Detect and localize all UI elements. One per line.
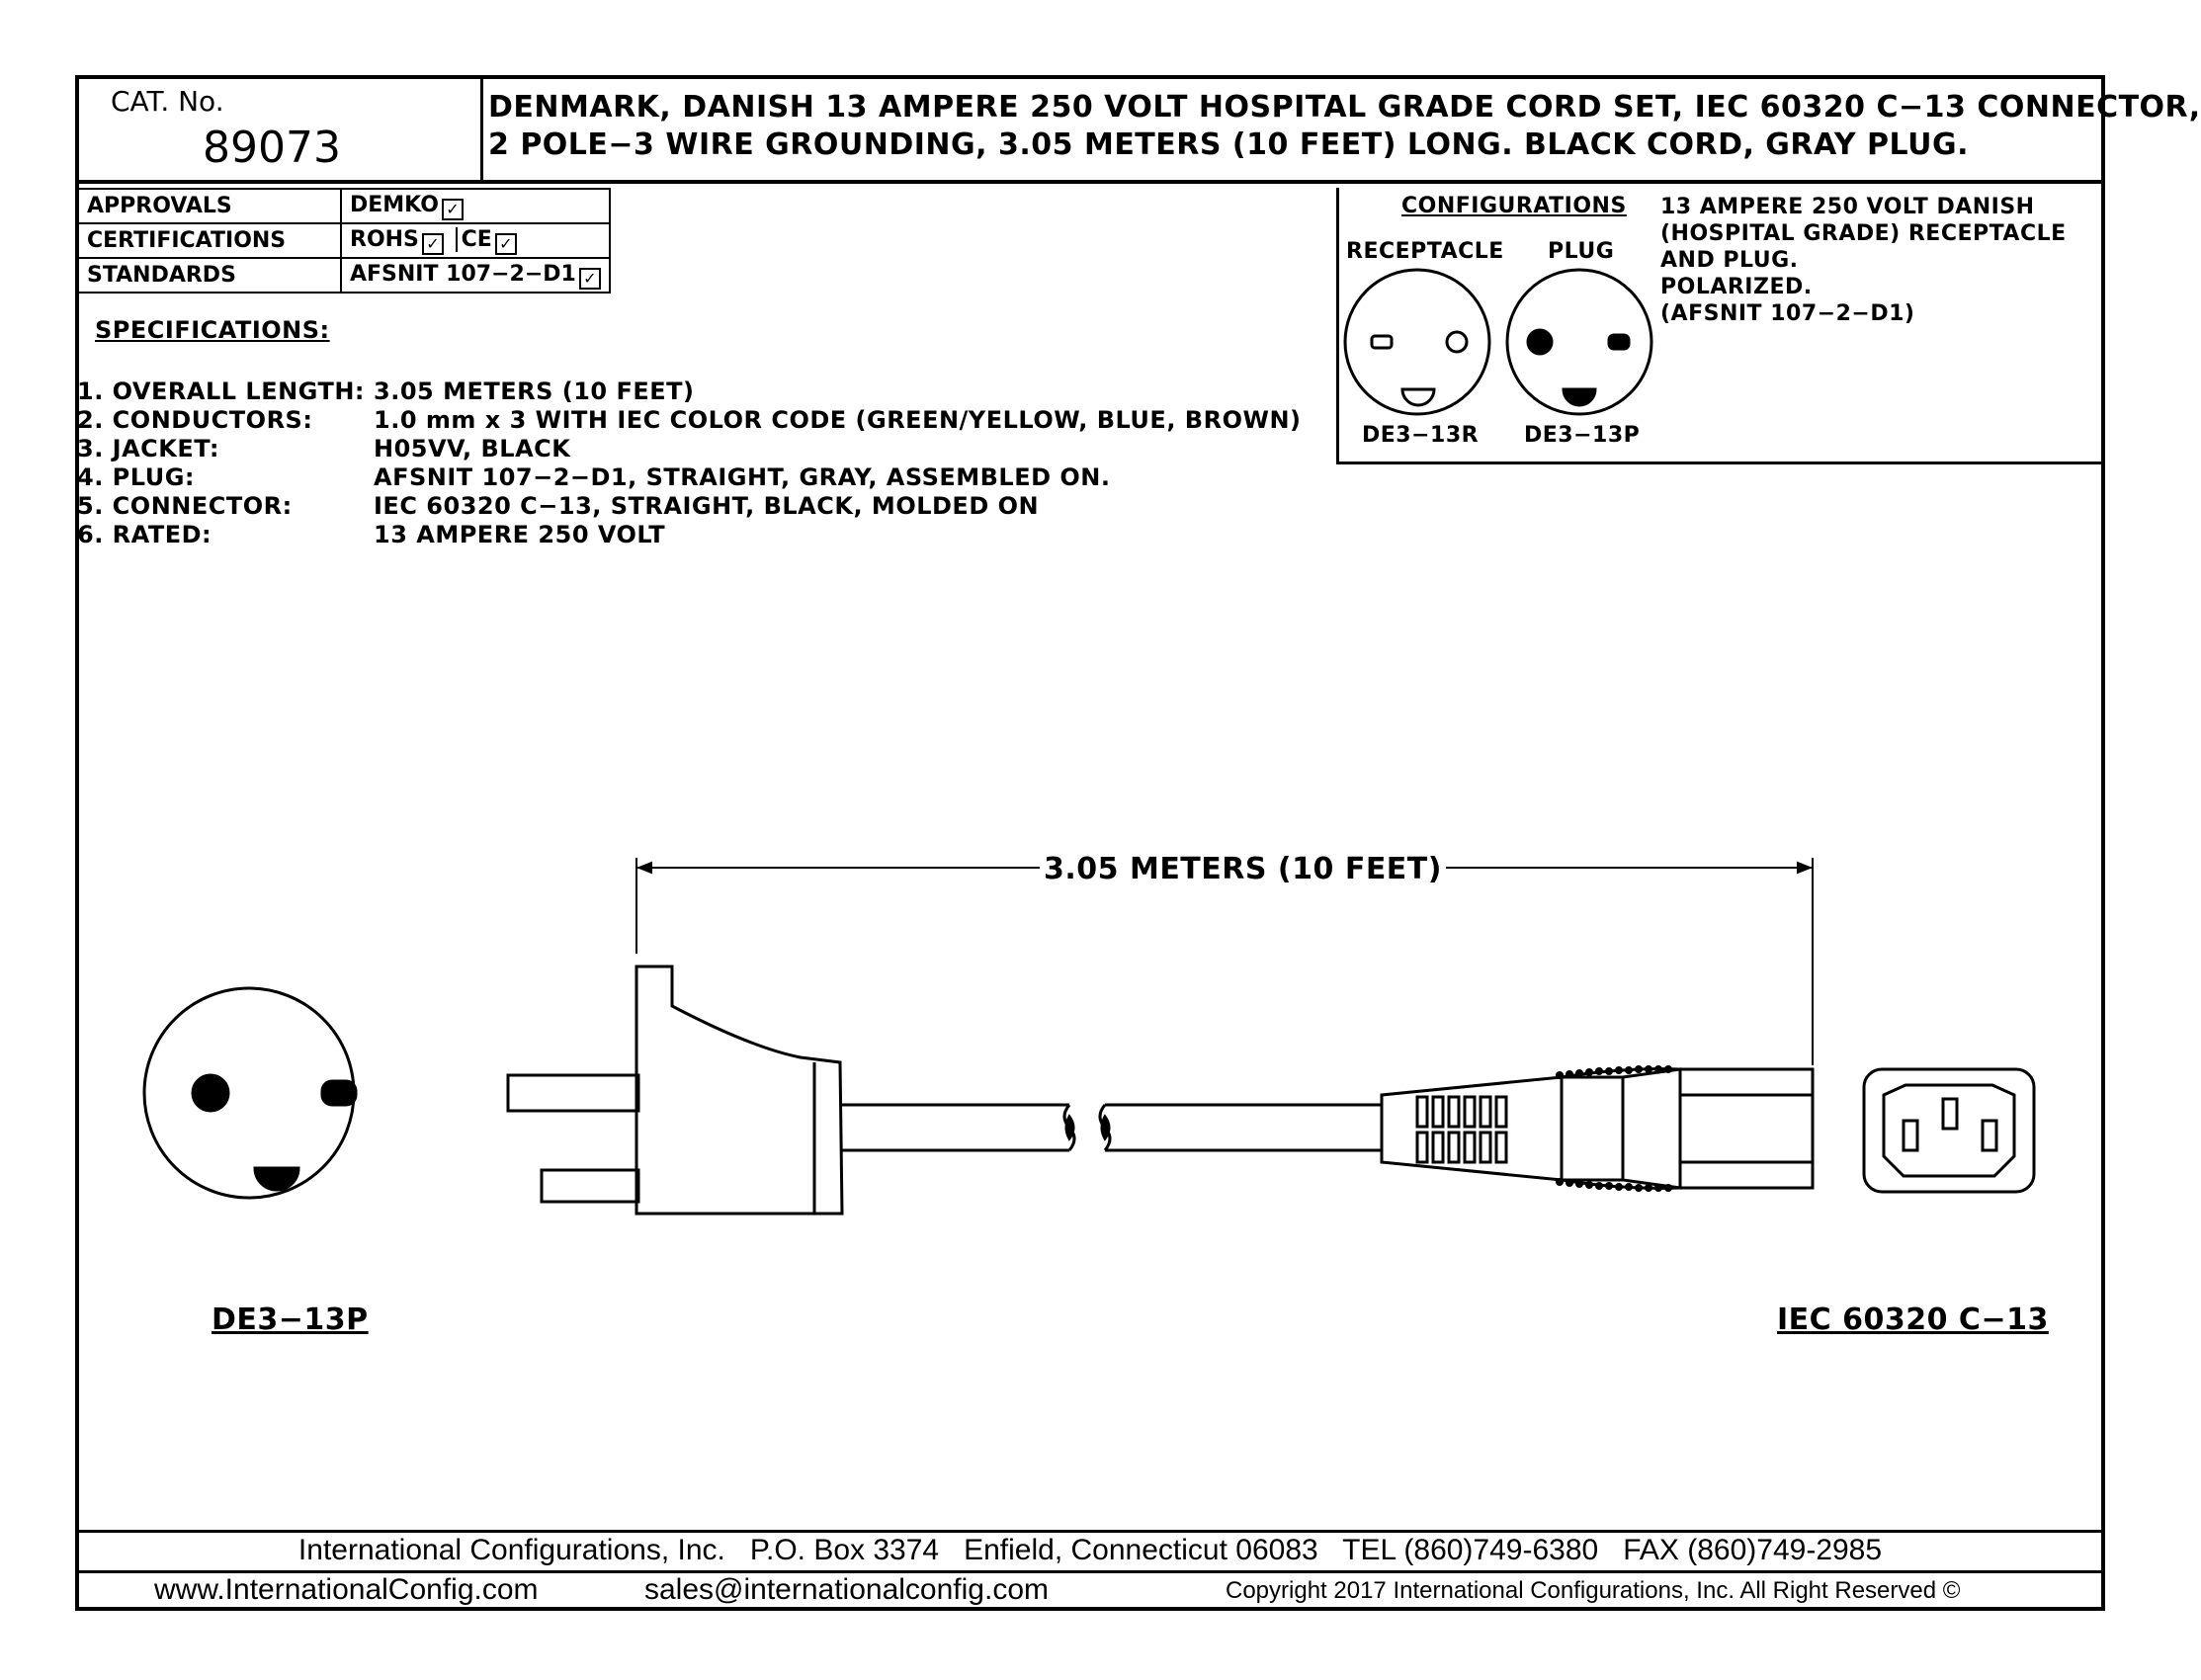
certifications-row: CERTIFICATIONS ROHS✓ CE✓	[77, 222, 611, 259]
spec-value: 13 AMPERE 250 VOLT	[374, 521, 666, 548]
iec-c13-face	[1862, 1067, 2036, 1194]
cord-break-symbol	[1064, 1114, 1111, 1141]
approvals-value: DEMKO	[350, 192, 439, 217]
specifications-heading: SPECIFICATIONS:	[95, 316, 330, 344]
standards-label: STANDARDS	[77, 257, 342, 294]
cert-value-ce: CE	[455, 226, 492, 252]
spec-value: 3.05 METERS (10 FEET)	[374, 378, 695, 405]
config-desc-line: (HOSPITAL GRADE) RECEPTACLE AND PLUG.	[1660, 221, 2067, 273]
configuration-description: 13 AMPERE 250 VOLT DANISH (HOSPITAL GRAD…	[1660, 194, 2095, 327]
spec-key: 3. JACKET:	[77, 435, 219, 462]
drawing-frame	[75, 75, 2105, 1611]
company-email-link[interactable]: sales@internationalconfig.com	[644, 1573, 1049, 1606]
spec-value: AFSNIT 107−2−D1, STRAIGHT, GRAY, ASSEMBL…	[374, 463, 1111, 491]
length-dimension-line	[635, 858, 1814, 1065]
configurations-box	[1336, 188, 2105, 464]
spec-item: 3. JACKET: H05VV, BLACK	[77, 435, 1302, 463]
spec-item: 2. CONDUCTORS: 1.0 mm x 3 WITH IEC COLOR …	[77, 406, 1302, 435]
checkbox-icon: ✓	[421, 232, 444, 255]
spec-value: 1.0 mm x 3 WITH IEC COLOR CODE (GREEN/YE…	[374, 406, 1302, 434]
approvals-value-cell: DEMKO✓	[340, 188, 611, 224]
approvals-row: APPROVALS DEMKO✓	[77, 188, 611, 224]
product-title-line-2: 2 POLE−3 WIRE GROUNDING, 3.05 METERS (10…	[488, 127, 1969, 162]
copyright-notice: Copyright 2017 International Configurati…	[1226, 1577, 1961, 1604]
cat-label: CAT. No.	[111, 85, 224, 118]
spec-item: 6. RATED: 13 AMPERE 250 VOLT	[77, 521, 1302, 549]
product-title: DENMARK, DANISH 13 AMPERE 250 VOLT HOSPI…	[488, 89, 2201, 164]
receptacle-label: RECEPTACLE	[1346, 239, 1504, 264]
plug-face-label: DE3−13P	[212, 1302, 369, 1337]
cat-number: 89073	[203, 123, 341, 173]
config-desc-line: (AFSNIT 107−2−D1)	[1660, 301, 1915, 326]
cert-value-rohs: ROHS	[350, 226, 419, 252]
spec-key: 5. CONNECTOR:	[77, 492, 293, 520]
specifications-list: 1. OVERALL LENGTH:3.05 METERS (10 FEET) …	[77, 378, 1302, 549]
checkbox-icon: ✓	[441, 198, 464, 220]
connector-side-view	[1098, 1067, 1815, 1190]
company-website-link[interactable]: www.InternationalConfig.com	[154, 1573, 539, 1606]
approvals-table: APPROVALS DEMKO✓ CERTIFICATIONS ROHS✓ CE…	[77, 188, 611, 294]
configurations-heading: CONFIGURATIONS	[1401, 194, 1627, 218]
plug-face-large	[142, 986, 358, 1200]
header-divider-horizontal	[75, 180, 2105, 184]
standards-row: STANDARDS AFSNIT 107−2−D1✓	[77, 257, 611, 294]
plug-code: DE3−13P	[1524, 423, 1641, 448]
spec-value: H05VV, BLACK	[374, 435, 571, 462]
receptacle-code: DE3−13R	[1362, 423, 1480, 448]
config-desc-line: POLARIZED.	[1660, 275, 1813, 299]
standards-value: AFSNIT 107−2−D1	[350, 261, 576, 287]
plug-side-view	[506, 965, 1076, 1216]
config-desc-line: 13 AMPERE 250 VOLT DANISH	[1660, 195, 2035, 219]
spec-key: 1. OVERALL LENGTH:	[77, 378, 365, 405]
spec-item: 1. OVERALL LENGTH: 3.05 METERS (10 FEET)	[77, 378, 1302, 406]
certifications-value-cell: ROHS✓ CE✓	[340, 222, 611, 259]
spec-item: 5. CONNECTOR: IEC 60320 C−13, STRAIGHT, B…	[77, 492, 1302, 521]
spec-value: IEC 60320 C−13, STRAIGHT, BLACK, MOLDED …	[374, 492, 1040, 520]
header-divider-vertical	[480, 75, 483, 182]
approvals-label: APPROVALS	[77, 188, 342, 224]
standards-value-cell: AFSNIT 107−2−D1✓	[340, 257, 611, 294]
connector-face-label: IEC 60320 C−13	[1777, 1302, 2049, 1337]
spec-key: 6. RATED:	[77, 521, 212, 548]
receptacle-config-icon	[1343, 268, 1491, 416]
connector-grip-ridges	[1556, 1065, 1672, 1192]
spec-key: 2. CONDUCTORS:	[77, 406, 313, 434]
checkbox-icon: ✓	[578, 267, 601, 290]
length-dimension-label: 3.05 METERS (10 FEET)	[1040, 852, 1446, 886]
checkbox-icon: ✓	[494, 232, 517, 255]
plug-label: PLUG	[1548, 239, 1615, 264]
footer-divider-middle	[75, 1570, 2105, 1573]
product-title-line-1: DENMARK, DANISH 13 AMPERE 250 VOLT HOSPI…	[488, 90, 2201, 125]
company-address: International Configurations, Inc. P.O. …	[297, 1534, 1883, 1566]
footer-divider-top	[75, 1530, 2105, 1533]
spec-key: 4. PLUG:	[77, 463, 195, 491]
plug-config-icon	[1505, 268, 1653, 416]
certifications-label: CERTIFICATIONS	[77, 222, 342, 259]
spec-item: 4. PLUG: AFSNIT 107−2−D1, STRAIGHT, GRAY,…	[77, 463, 1302, 492]
